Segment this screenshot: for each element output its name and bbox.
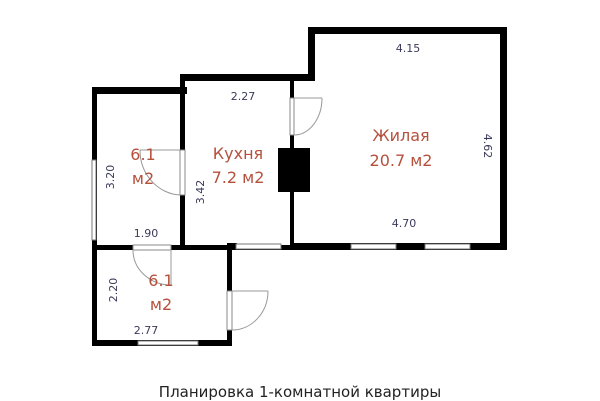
dim-kitchen-left: 3.42	[194, 180, 207, 205]
door-swing-arc	[293, 97, 323, 136]
dim-living-top: 4.15	[396, 42, 421, 55]
dim-living-bottom: 4.70	[392, 217, 417, 230]
living-room-name: Жилая	[372, 126, 429, 145]
dim-kitchen-top: 2.27	[231, 90, 256, 103]
room-b-area: 6.1	[148, 271, 173, 290]
window	[91, 159, 97, 241]
door-swing-arc	[139, 149, 181, 196]
dim-room-a-left: 3.20	[104, 165, 117, 190]
door-swing-arc	[231, 290, 269, 331]
window	[424, 243, 471, 250]
room-b-unit: м2	[150, 295, 172, 314]
dim-room-b-left: 2.20	[107, 278, 120, 303]
door-opening	[179, 149, 186, 196]
kitchen-name: Кухня	[213, 144, 263, 163]
dim-living-right: 4.62	[481, 134, 494, 159]
column	[278, 148, 310, 192]
dim-room-a-bottom: 1.90	[134, 227, 159, 240]
dim-room-b-bottom: 2.77	[134, 324, 159, 337]
door-opening	[132, 244, 172, 251]
living-room-area: 20.7 м2	[370, 151, 433, 170]
window	[137, 340, 199, 346]
door-opening	[226, 290, 233, 331]
window	[235, 243, 282, 250]
windows	[91, 159, 471, 346]
room-labels: Жилая 20.7 м2 Кухня 7.2 м2 6.1 м2 6.1 м2	[130, 126, 432, 314]
room-a-unit: м2	[132, 169, 154, 188]
door-swing-arc	[132, 249, 172, 286]
door-opening	[289, 97, 295, 136]
dimension-labels: 4.15 4.62 4.70 2.27 3.42 3.20 1.90 2.20 …	[104, 42, 494, 337]
kitchen-area: 7.2 м2	[212, 168, 265, 187]
window	[350, 243, 397, 250]
room-a-area: 6.1	[130, 145, 155, 164]
doors	[132, 97, 323, 331]
plan-caption: Планировка 1-комнатной квартиры	[158, 383, 442, 401]
